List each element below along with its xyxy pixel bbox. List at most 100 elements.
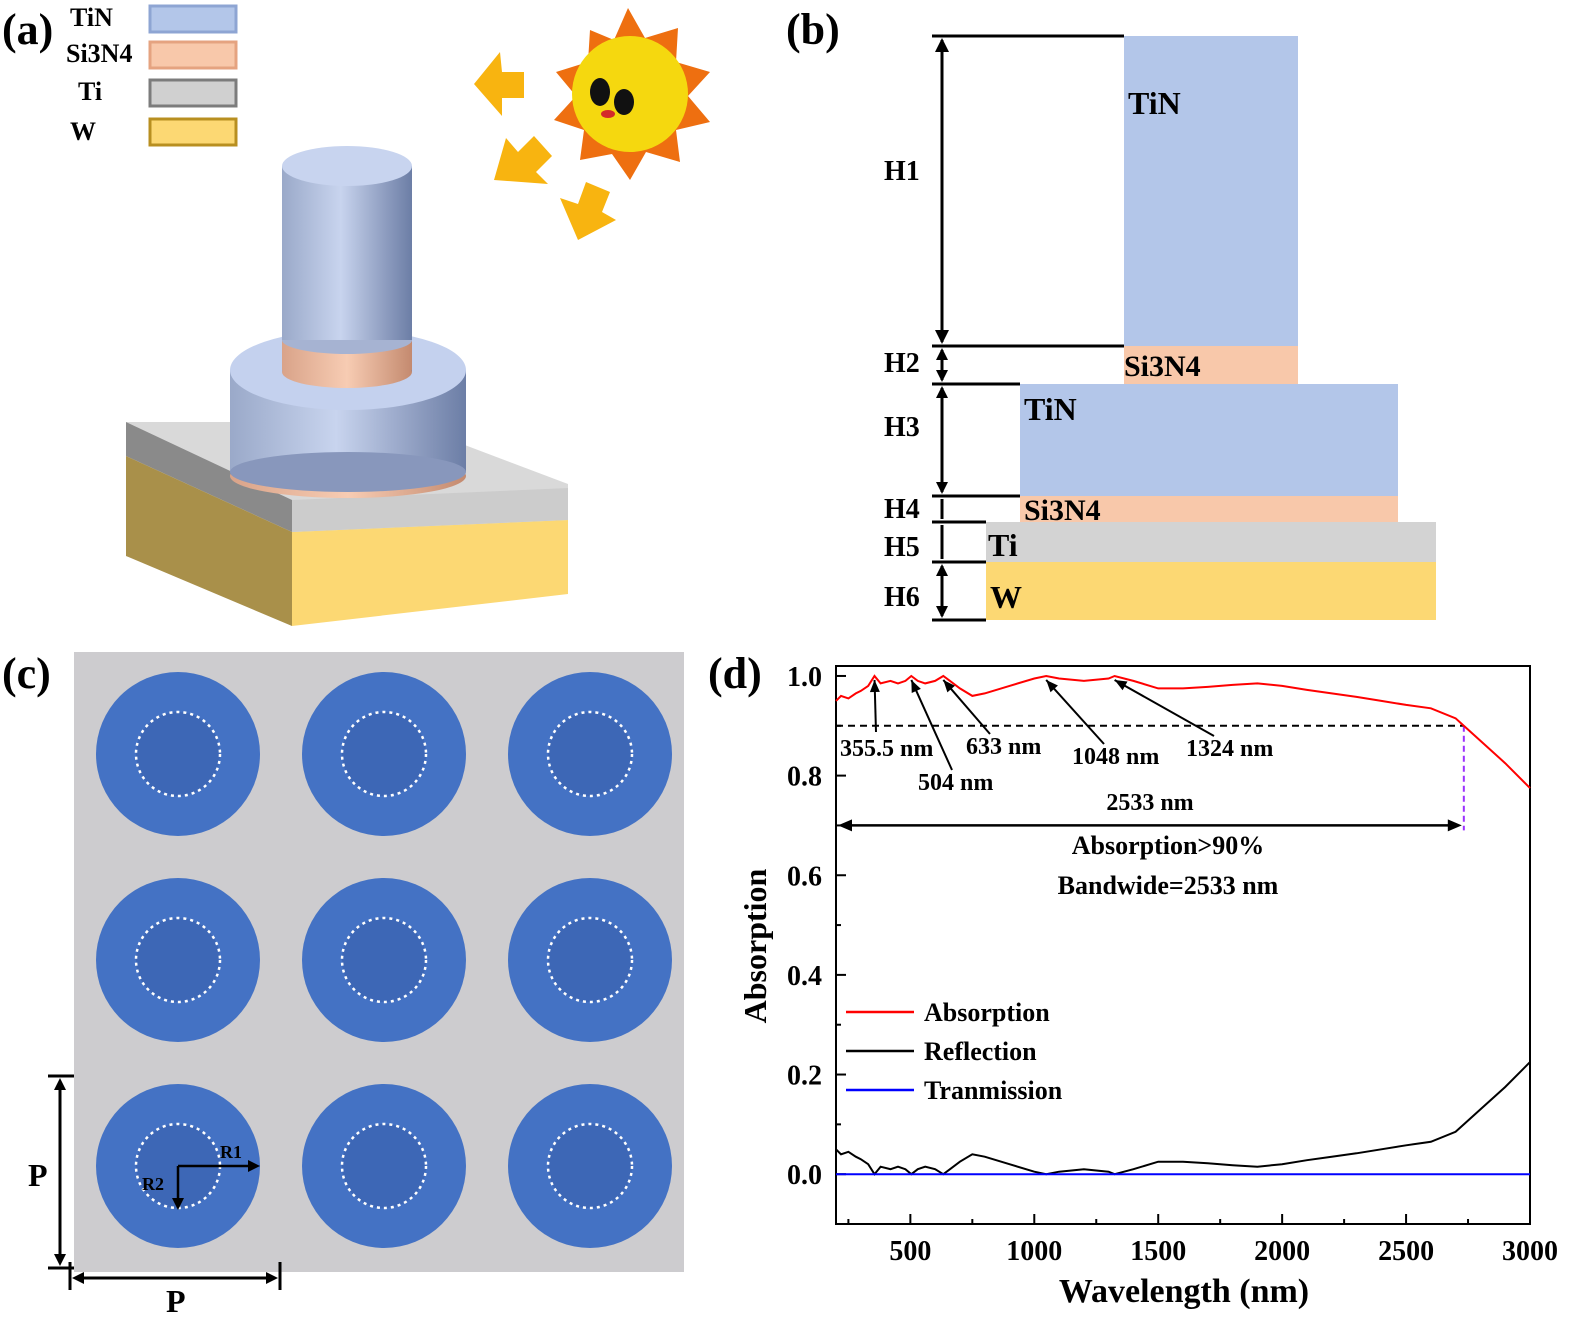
x-tick-label: 2000 xyxy=(1254,1236,1310,1267)
layer-h5-text: Ti xyxy=(988,527,1018,563)
inner-disk-outline xyxy=(546,710,634,798)
r1-label: R1 xyxy=(220,1142,242,1162)
x-tick-label: 1500 xyxy=(1130,1236,1186,1267)
radius-arrows xyxy=(176,1164,254,1204)
legend-w-label: W xyxy=(70,117,96,146)
peak-label-355: 355.5 nm xyxy=(840,736,933,762)
layer-h6-w xyxy=(986,562,1436,620)
dim-arrow-icon xyxy=(935,38,949,52)
legend-w-swatch xyxy=(148,117,238,147)
layer-h3-tin xyxy=(1020,384,1398,496)
h6-label: H6 xyxy=(884,582,920,613)
dim-arrow-icon xyxy=(936,482,948,494)
dim-arrow-icon xyxy=(936,386,948,398)
peak-arrow-icon xyxy=(911,679,921,693)
legend-label: Reflection xyxy=(924,1037,1037,1066)
material-legend: TiN Si3N4 Ti W xyxy=(66,3,238,147)
layer-h2-si3n4 xyxy=(1124,346,1298,384)
peak-arrow-icon xyxy=(869,679,880,693)
layer-h1-tin xyxy=(1124,36,1298,346)
peak-arrow-icon xyxy=(943,679,955,693)
layer-h6-text: W xyxy=(990,579,1022,615)
arrow-left-icon xyxy=(838,819,852,832)
legend-tin-label: TiN xyxy=(70,3,113,32)
y-axis-label: Absorption xyxy=(737,868,773,1023)
annotations: 355.5 nm 504 nm 633 nm 1048 nm 1324 nm 2… xyxy=(840,734,1279,900)
legend-label: Absorption xyxy=(924,998,1050,1027)
sun-icon xyxy=(554,8,710,180)
x-tick-label: 1000 xyxy=(1006,1236,1062,1267)
y-tick-label: 0.4 xyxy=(787,961,822,992)
condition-text: Absorption>90% xyxy=(1072,831,1265,860)
legend-ti-label: Ti xyxy=(78,77,102,106)
x-tick-label: 2500 xyxy=(1378,1236,1434,1267)
legend-tin-swatch xyxy=(148,4,238,34)
h1-label: H1 xyxy=(884,156,920,187)
arrow-icon xyxy=(494,136,552,184)
arrow-icon xyxy=(474,52,524,116)
period-vertical-label: P xyxy=(28,1157,48,1193)
layer-h4-si3n4 xyxy=(1020,496,1398,522)
dim-arrow-icon xyxy=(72,1272,84,1284)
peak-pointer xyxy=(1045,679,1105,745)
disk-grid xyxy=(96,672,672,1248)
inner-disk-outline xyxy=(340,916,428,1004)
inner-disk-outline xyxy=(546,1122,634,1210)
inner-disk-outline xyxy=(546,916,634,1004)
dim-arrow-icon xyxy=(936,348,948,360)
peak-label-504: 504 nm xyxy=(918,770,993,796)
series-absorption xyxy=(835,674,1531,789)
layer-h2-text: Si3N4 xyxy=(1124,350,1201,383)
legend-ti-swatch xyxy=(148,78,238,108)
plot-frame xyxy=(835,665,1531,1225)
r1-arrow-icon xyxy=(248,1160,260,1172)
dim-arrow-icon xyxy=(54,1254,66,1266)
arrow-right-icon xyxy=(1447,819,1462,832)
layer-h5-ti xyxy=(986,522,1436,562)
h2-label: H2 xyxy=(884,348,920,379)
panel-c-label: (c) xyxy=(2,649,51,698)
inner-disk-outline xyxy=(134,916,222,1004)
layer-h4-text: Si3N4 xyxy=(1024,494,1101,527)
r2-label: R2 xyxy=(142,1174,164,1194)
peak-pointer xyxy=(910,679,953,771)
dim-arrow-icon xyxy=(936,370,948,382)
r2-arrow-icon xyxy=(172,1198,184,1210)
dim-arrow-icon xyxy=(935,330,949,344)
dim-arrow-icon xyxy=(936,564,948,576)
period-dimension xyxy=(48,1074,282,1290)
panel-a-label: (a) xyxy=(2,5,53,54)
light-arrows xyxy=(474,52,616,240)
height-dimension-lines xyxy=(932,34,1124,622)
y-tick-label: 0.8 xyxy=(787,762,822,793)
layer-h1-text: TiN xyxy=(1128,85,1181,121)
period-horizontal-label: P xyxy=(166,1283,186,1318)
panel-d-label: (d) xyxy=(708,649,762,698)
inner-disk-outline xyxy=(134,710,222,798)
legend-si3n4-label: Si3N4 xyxy=(66,39,132,68)
h3-label: H3 xyxy=(884,412,920,443)
panel-b-label: (b) xyxy=(786,5,840,54)
layer-h3-text: TiN xyxy=(1024,391,1077,427)
dim-arrow-icon xyxy=(54,1078,66,1090)
dim-arrow-icon xyxy=(266,1272,278,1284)
bandwide-text: Bandwide=2533 nm xyxy=(1058,871,1279,900)
h5-label: H5 xyxy=(884,532,920,563)
dim-arrow-icon xyxy=(936,606,948,618)
inner-disk-outline xyxy=(340,1122,428,1210)
h4-label: H4 xyxy=(884,494,920,525)
x-axis-label: Wavelength (nm) xyxy=(1059,1273,1309,1310)
peak-pointer xyxy=(1114,679,1215,737)
series-layer xyxy=(835,674,1531,1176)
legend-label: Tranmission xyxy=(924,1076,1063,1105)
bandwidth-label: 2533 nm xyxy=(1106,790,1193,816)
legend-si3n4-swatch xyxy=(148,40,238,70)
upper-cylinder xyxy=(282,146,412,388)
x-tick-label: 500 xyxy=(889,1236,931,1267)
panel-c: (c) R1 R2 P P xyxy=(2,649,684,1318)
y-tick-label: 0.6 xyxy=(787,861,822,892)
panel-a: (a) TiN Si3N4 Ti W xyxy=(2,3,710,626)
